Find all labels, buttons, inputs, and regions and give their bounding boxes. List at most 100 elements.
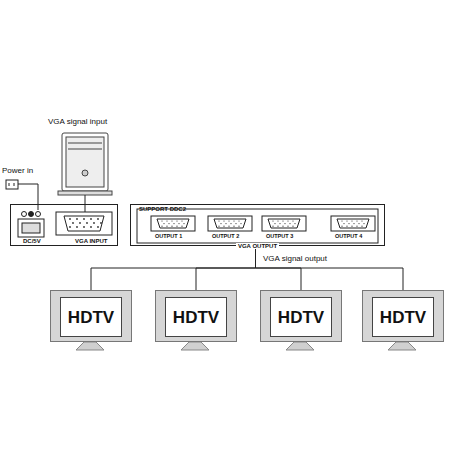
pin-dot [168, 223, 169, 224]
pin-dot [100, 222, 102, 224]
panel-label: DC/5V [23, 238, 41, 244]
screen-label: HDTV [270, 297, 332, 337]
input-unit: DC/5V VGA INPUT [10, 204, 118, 246]
monitor-stand [181, 342, 209, 350]
pin-dot [163, 223, 164, 224]
monitor-stand [388, 342, 416, 350]
pin-dot [235, 223, 236, 224]
pin-dot [240, 223, 241, 224]
pin-dot [294, 223, 295, 224]
port-shell [331, 216, 375, 231]
pin-dot [287, 220, 288, 221]
pin-dot [223, 226, 224, 227]
port-shell [151, 216, 195, 231]
dc-jack [18, 212, 44, 238]
pin-dot [176, 220, 177, 221]
vga-input-port [56, 212, 112, 235]
screen-label: HDTV [165, 297, 227, 337]
vga-output-cable [196, 246, 256, 290]
pin-dot [238, 226, 239, 227]
port-label: OUTPUT 1 [155, 234, 182, 240]
pin-dot [97, 226, 99, 228]
pin-dot [161, 220, 162, 221]
pin-dot [171, 226, 172, 227]
monitor-stand [76, 342, 104, 350]
pin-dot [272, 220, 273, 221]
computer-tower [58, 133, 112, 195]
pin-dot [83, 218, 85, 220]
pin-dot [233, 226, 234, 227]
pin-dot [343, 223, 344, 224]
pin-dot [363, 223, 364, 224]
port-label: OUTPUT 2 [212, 234, 239, 240]
output-unit: SUPPORT DDC2VGA OUTPUT [130, 204, 385, 246]
pin-dot [361, 220, 362, 221]
pin-dot [223, 220, 224, 221]
pin-dot [358, 223, 359, 224]
pin-dot [76, 226, 78, 228]
pin-dot [351, 226, 352, 227]
pin-dot [353, 223, 354, 224]
port-socket [157, 219, 189, 228]
pin-dot [238, 220, 239, 221]
pin-dot [225, 223, 226, 224]
port-shell [262, 216, 306, 231]
pin-dot [230, 223, 231, 224]
pin-dot [356, 220, 357, 221]
monitor-stands [76, 342, 416, 350]
pin-dot [277, 220, 278, 221]
signal-label: VGA signal output [262, 255, 328, 263]
pin-dot [233, 220, 234, 221]
unit-front-panel [137, 209, 378, 243]
port-label: OUTPUT 4 [335, 234, 362, 240]
pin-dot [341, 220, 342, 221]
pin-dot [346, 220, 347, 221]
pin-dot [282, 220, 283, 221]
hdtv-monitor: HDTV [50, 290, 132, 342]
port-socket [337, 219, 369, 228]
panel-label: VGA INPUT [75, 238, 107, 244]
hdtv-monitor: HDTV [155, 290, 237, 342]
vga-pins [69, 218, 365, 228]
pin-dot [183, 223, 184, 224]
vga-output-cable [256, 246, 404, 290]
pin-dot [161, 226, 162, 227]
pin-dot [274, 223, 275, 224]
signal-label: VGA signal input [48, 118, 107, 126]
port-socket [214, 219, 246, 228]
pin-dot [292, 226, 293, 227]
pin-dot [79, 222, 81, 224]
port-shell [208, 216, 252, 231]
port-socket [268, 219, 300, 228]
screen-label: HDTV [60, 297, 122, 337]
pin-dot [86, 222, 88, 224]
pin-dot [228, 226, 229, 227]
pin-dot [218, 220, 219, 221]
pin-dot [171, 220, 172, 221]
pin-dot [166, 226, 167, 227]
pin-dot [289, 223, 290, 224]
pin-dot [218, 226, 219, 227]
pin-dot [341, 226, 342, 227]
vga-output-cable [91, 246, 256, 290]
pin-dot [173, 223, 174, 224]
pin-dot [284, 223, 285, 224]
pin-dot [272, 226, 273, 227]
pin-dot [228, 220, 229, 221]
pin-dot [90, 218, 92, 220]
pin-dot [348, 223, 349, 224]
pin-dot [292, 220, 293, 221]
monitor-stand [286, 342, 314, 350]
panel-label: SUPPORT DDC2 [139, 206, 186, 212]
vga-output-ports [151, 216, 375, 231]
hdtv-monitor: HDTV [260, 290, 342, 342]
pin-dot [346, 226, 347, 227]
pin-dot [220, 223, 221, 224]
panel-label: VGA OUTPUT [236, 243, 279, 249]
pin-dot [279, 223, 280, 224]
pin-dot [72, 222, 74, 224]
pin-dot [282, 226, 283, 227]
pin-dot [93, 222, 95, 224]
pin-dot [277, 226, 278, 227]
pin-dot [76, 218, 78, 220]
